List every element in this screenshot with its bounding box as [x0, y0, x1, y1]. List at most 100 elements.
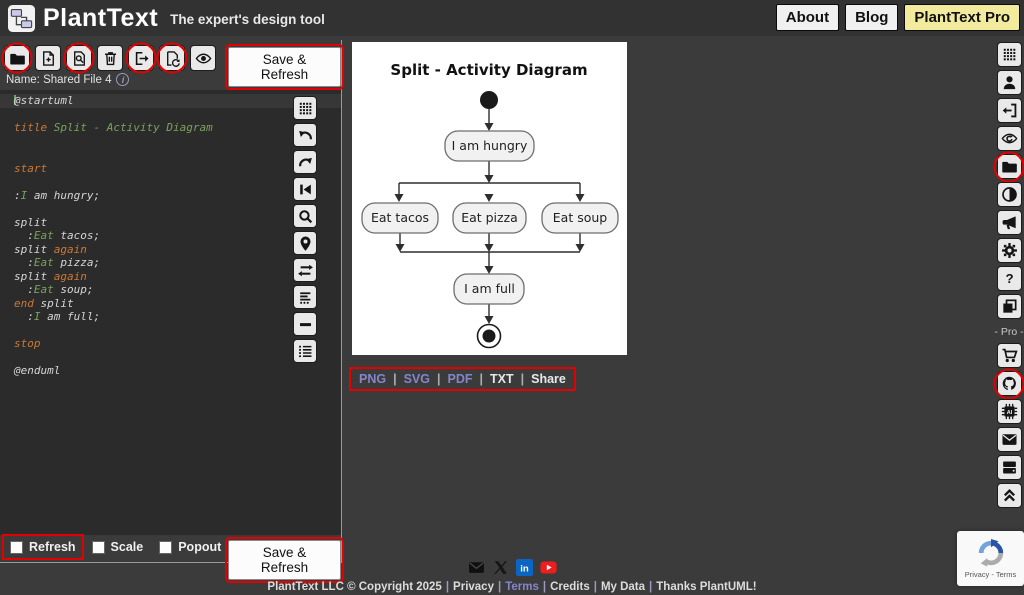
checkbox-label: Scale	[110, 540, 144, 554]
announcement-button[interactable]	[996, 210, 1022, 235]
goto-start-icon	[299, 184, 311, 194]
export-link-pdf[interactable]: PDF	[447, 372, 473, 386]
x-link[interactable]	[492, 559, 509, 576]
ai-chip-icon: AI	[1001, 403, 1017, 420]
editor-panel: Save & Refresh Name: Shared File 4 i @st…	[0, 40, 344, 583]
header: PlantText The expert's design tool About…	[0, 0, 1024, 36]
scale-checkbox[interactable]: Scale	[84, 534, 152, 560]
recaptcha-badge[interactable]: Privacy - Terms	[957, 531, 1024, 586]
layers-button[interactable]	[996, 294, 1022, 319]
github-button[interactable]	[993, 368, 1024, 399]
about-button[interactable]: About	[775, 4, 840, 31]
sort-lines-button[interactable]	[293, 285, 317, 309]
storage-button[interactable]	[996, 455, 1022, 480]
export-link-svg[interactable]: SVG	[403, 372, 430, 386]
code-editor[interactable]: @startuml title Split - Activity Diagram…	[0, 90, 341, 535]
code-line	[14, 351, 341, 365]
header-nav: About Blog PlantText Pro	[775, 4, 1020, 31]
popout-checkbox[interactable]: Popout	[151, 534, 229, 560]
checkbox-box[interactable]	[159, 540, 173, 554]
save-refresh-button-top[interactable]: Save & Refresh	[225, 44, 344, 90]
recaptcha-label: Privacy - Terms	[964, 570, 1017, 579]
eye-history-button[interactable]	[996, 126, 1022, 151]
svg-text:?: ?	[1005, 271, 1013, 286]
code-line: stop	[14, 337, 41, 350]
checkbox-box[interactable]	[91, 540, 105, 554]
refresh-checkbox[interactable]: Refresh	[2, 534, 84, 560]
pro-section-label: - Pro -	[994, 326, 1024, 338]
youtube-link[interactable]	[539, 559, 557, 576]
planttext-pro-button[interactable]: PlantText Pro	[904, 4, 1020, 31]
code-line: split again	[14, 242, 87, 256]
help-button[interactable]: ?	[996, 266, 1022, 291]
checkbox-box[interactable]	[10, 540, 23, 554]
editor-options-bar: Refresh Scale Popout	[2, 534, 229, 560]
sign-out-icon	[1002, 103, 1016, 118]
undo-button[interactable]	[293, 123, 317, 147]
node-soup	[541, 202, 619, 234]
export-link-png[interactable]: PNG	[359, 372, 387, 386]
email-link[interactable]	[468, 559, 485, 576]
search-file-button[interactable]	[63, 42, 95, 74]
export-file-button[interactable]	[125, 42, 157, 74]
export-link-share[interactable]: Share	[531, 372, 566, 386]
ai-chip-button[interactable]: AI	[996, 399, 1022, 424]
redo-icon	[298, 157, 312, 166]
footer-link-thanks-plantuml-[interactable]: Thanks PlantUML!	[656, 581, 757, 593]
grid-button[interactable]	[293, 96, 317, 120]
mail-button[interactable]	[996, 427, 1022, 452]
footer-link-privacy[interactable]: Privacy	[453, 581, 494, 593]
swap-button[interactable]	[293, 258, 317, 282]
redo-button[interactable]	[293, 150, 317, 174]
info-icon[interactable]: i	[116, 73, 130, 86]
activity-diagram: Split - Activity Diagram	[361, 61, 619, 349]
blog-button[interactable]: Blog	[845, 4, 899, 31]
folder-button[interactable]	[993, 151, 1024, 182]
sign-out-button[interactable]	[996, 98, 1022, 123]
sort-lines-icon	[299, 291, 310, 304]
list-icon	[298, 345, 311, 357]
code-line: :Eat soup;	[14, 283, 94, 296]
code-line: @enduml	[14, 364, 61, 377]
code-line: :Eat tacos;	[14, 229, 101, 242]
code-line: :I am full;	[14, 310, 101, 323]
footer-link-terms[interactable]: Terms	[505, 581, 539, 593]
start-node	[480, 91, 498, 109]
goto-start-button[interactable]	[293, 177, 317, 201]
search-button[interactable]	[293, 204, 317, 228]
file-name-label: Name: Shared File 4	[6, 73, 112, 86]
node-hungry-label: I am hungry	[452, 138, 528, 153]
profile-button[interactable]	[996, 70, 1022, 95]
preview-eye-button[interactable]	[190, 45, 216, 71]
export-link-txt[interactable]: TXT	[490, 372, 514, 386]
footer-link-credits[interactable]: Credits	[550, 581, 590, 593]
settings-gear-button[interactable]	[996, 238, 1022, 263]
list-button[interactable]	[293, 339, 317, 363]
new-file-button[interactable]	[35, 45, 61, 71]
upgrade-chevrons-button[interactable]	[996, 483, 1022, 508]
fold-button[interactable]	[293, 312, 317, 336]
code-line	[14, 148, 341, 162]
save-refresh-button-bottom[interactable]: Save & Refresh	[225, 537, 344, 583]
social-links-row: in	[0, 559, 1024, 576]
marker-button[interactable]	[293, 231, 317, 255]
diagram-title: Split - Activity Diagram	[390, 61, 587, 79]
linkedin-link[interactable]: in	[515, 559, 533, 576]
code-line: :I am hungry;	[14, 188, 101, 202]
diagram-preview: Split - Activity Diagram	[352, 42, 627, 355]
folder-icon	[1001, 161, 1017, 173]
delete-file-button[interactable]	[97, 45, 123, 71]
grid-button[interactable]	[996, 42, 1022, 67]
linkedin-icon: in	[515, 559, 533, 576]
restore-file-button[interactable]	[156, 42, 188, 74]
undo-icon	[298, 130, 312, 139]
open-folder-button[interactable]	[1, 42, 33, 74]
editor-tools-toolbar	[293, 96, 317, 363]
mail-icon	[1001, 434, 1017, 445]
footer-link-my-data[interactable]: My Data	[600, 581, 646, 593]
theme-contrast-button[interactable]	[996, 182, 1022, 207]
swap-icon	[297, 264, 313, 276]
svg-text:in: in	[520, 564, 529, 575]
cart-button[interactable]	[996, 343, 1022, 368]
theme-contrast-icon	[1001, 187, 1017, 202]
